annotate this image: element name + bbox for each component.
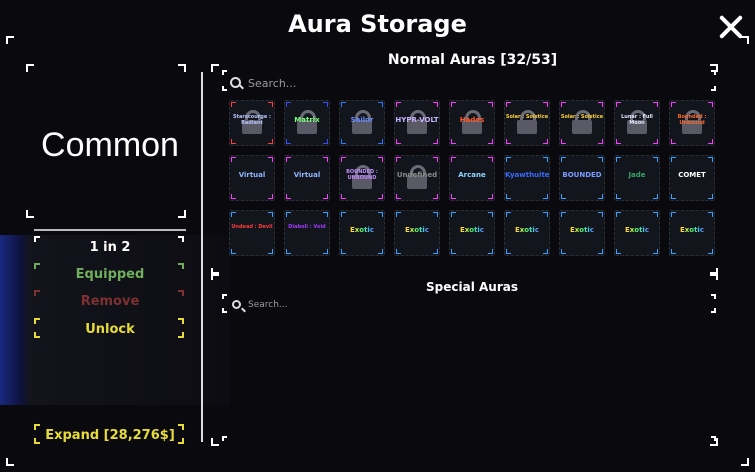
aura-tile[interactable]: Matrix	[284, 100, 330, 146]
lock-icon	[242, 110, 262, 134]
aura-name: Exotic	[670, 226, 714, 234]
aura-name: Exotic	[450, 226, 494, 234]
aura-name: Undefined	[396, 171, 438, 179]
special-search-bar[interactable]	[222, 292, 717, 318]
aura-tile[interactable]: Virtual	[229, 155, 275, 201]
aura-name: HYPR-VOLT	[395, 116, 439, 124]
aura-tile[interactable]: COMET	[669, 155, 715, 201]
lock-icon	[572, 110, 592, 134]
lock-icon	[297, 110, 317, 134]
aura-name: Hades	[459, 116, 485, 124]
odds-label: 1 in 2	[89, 240, 131, 255]
aura-name: Solar : Solstice	[560, 114, 604, 120]
lock-icon	[352, 165, 372, 189]
lock-icon	[407, 165, 427, 189]
aura-tile[interactable]: Diaboli : Void	[284, 210, 330, 256]
aura-name: Solar : Solstice	[505, 114, 549, 120]
aura-name: Exotic	[560, 226, 604, 234]
search-icon	[232, 300, 241, 309]
aura-name: Virtual	[293, 171, 321, 179]
divider	[34, 229, 186, 231]
aura-tile[interactable]: HYPR-VOLT	[394, 100, 440, 146]
aura-detail-panel: Common 1 in 2 Equipped Remove Unlock Exp…	[26, 64, 194, 448]
frame-corner	[741, 458, 749, 466]
aura-tile[interactable]: Solar : Solstice	[559, 100, 605, 146]
normal-auras-title: Normal Auras [32/53]	[387, 52, 558, 68]
page-title: Aura Storage	[288, 10, 467, 38]
aura-tile[interactable]: Exotic	[449, 210, 495, 256]
panel-divider	[201, 72, 203, 442]
aura-name: Arcane	[458, 171, 486, 179]
aura-tile[interactable]: Exotic	[394, 210, 440, 256]
aura-tile[interactable]: BOUNDED	[559, 155, 605, 201]
equipped-button[interactable]: Equipped	[75, 267, 145, 282]
background-glow	[0, 235, 30, 405]
aura-tile[interactable]: Exotic	[614, 210, 660, 256]
aura-tile[interactable]: Solar : Solstice	[504, 100, 550, 146]
aura-name: Undead : Devil	[231, 224, 273, 230]
aura-name: Exotic	[395, 226, 439, 234]
frame-corner	[6, 458, 14, 466]
rarity-label: Common	[41, 126, 179, 164]
aura-tile[interactable]: Kyawthuite	[504, 155, 550, 201]
aura-tile[interactable]: Exotic	[669, 210, 715, 256]
aura-name: Starscourge : Radiant	[233, 114, 271, 126]
close-icon[interactable]	[718, 14, 744, 40]
frame-corner	[741, 36, 749, 44]
aura-name: BOUNDED : UNBOUND	[346, 169, 378, 181]
lock-icon	[352, 110, 372, 134]
aura-tile[interactable]: Arcane	[449, 155, 495, 201]
search-icon	[230, 77, 241, 88]
aura-name: BOUNDED	[562, 171, 602, 179]
aura-name: COMET	[678, 171, 706, 179]
aura-name: Diaboli : Void	[288, 224, 326, 230]
normal-search-bar[interactable]	[222, 70, 717, 96]
aura-name: Kyawthuite	[505, 171, 550, 179]
aura-name: Jade	[628, 171, 646, 179]
aura-name: Matrix	[294, 116, 320, 124]
aura-tile[interactable]: Jade	[614, 155, 660, 201]
aura-tile[interactable]: Sailor	[339, 100, 385, 146]
aura-name: Exotic	[340, 226, 384, 234]
aura-tile[interactable]: Hades	[449, 100, 495, 146]
aura-tile[interactable]: Undefined	[394, 155, 440, 201]
aura-tile[interactable]: Undead : Devil	[229, 210, 275, 256]
aura-tile[interactable]: Starscourge : Radiant	[229, 100, 275, 146]
aura-name: Exotic	[615, 226, 659, 234]
frame-corner	[6, 36, 14, 44]
lock-icon	[627, 110, 647, 134]
aura-name: Sailor	[350, 116, 374, 124]
aura-tile[interactable]: Exotic	[559, 210, 605, 256]
special-auras-title: Special Auras	[426, 280, 518, 294]
aura-tile[interactable]: Bounded : Unbound	[669, 100, 715, 146]
aura-tile[interactable]: Exotic	[339, 210, 385, 256]
aura-tile[interactable]: Exotic	[504, 210, 550, 256]
special-search-input[interactable]	[246, 294, 670, 316]
aura-name: Lunar : Full Moon	[621, 114, 653, 126]
lock-icon	[682, 110, 702, 134]
lock-icon	[462, 110, 482, 134]
unlock-button[interactable]: Unlock	[85, 322, 135, 337]
lock-icon	[407, 110, 427, 134]
aura-tile[interactable]: Virtual	[284, 155, 330, 201]
lock-icon	[517, 110, 537, 134]
aura-tile[interactable]: BOUNDED : UNBOUND	[339, 155, 385, 201]
expand-storage-button[interactable]: Expand [28,276$]	[45, 428, 175, 443]
aura-tile[interactable]: Lunar : Full Moon	[614, 100, 660, 146]
remove-button[interactable]: Remove	[80, 294, 140, 309]
aura-name: Virtual	[238, 171, 266, 179]
aura-name: Exotic	[505, 226, 549, 234]
normal-search-input[interactable]	[246, 72, 670, 94]
aura-name: Bounded : Unbound	[677, 114, 707, 126]
